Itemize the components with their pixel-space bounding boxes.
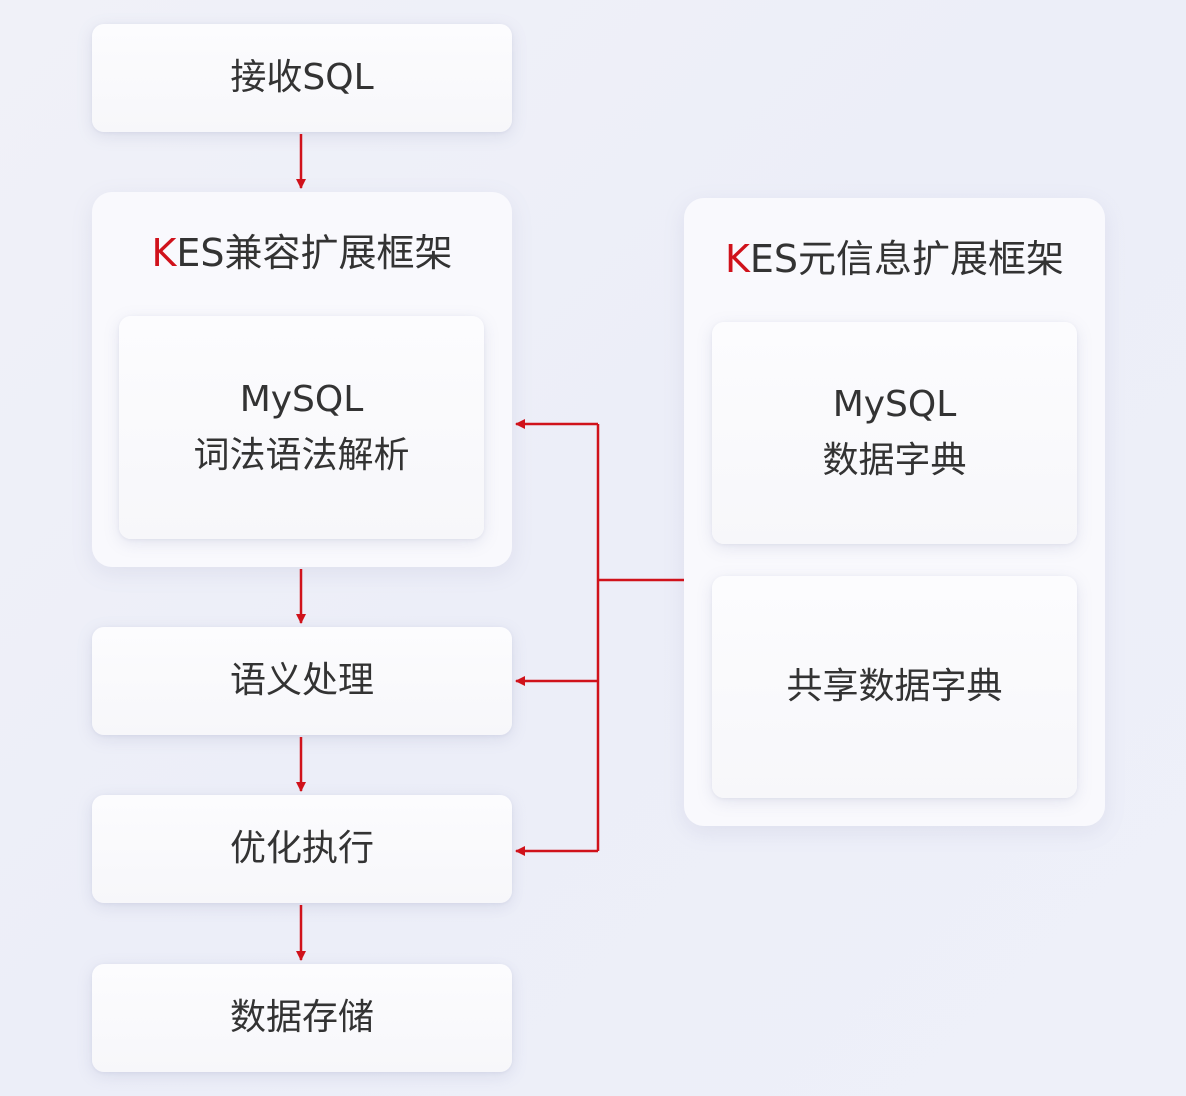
- semantic-processing-label: 语义处理: [229, 660, 374, 701]
- compat-title-k: K: [151, 231, 177, 275]
- shared-dict-label: 共享数据字典: [786, 666, 1003, 707]
- meta-framework-title: KES元信息扩展框架: [684, 235, 1105, 283]
- optimize-execute-label: 优化执行: [229, 828, 374, 869]
- mysql-parser-box: MySQL 词法语法解析: [119, 316, 484, 539]
- parser-line1: MySQL: [239, 378, 364, 420]
- meta-framework-panel: KES元信息扩展框架 MySQL 数据字典 共享数据字典: [684, 198, 1105, 826]
- dict-line2: 数据字典: [822, 440, 967, 481]
- data-storage-label: 数据存储: [229, 997, 374, 1038]
- optimize-execute-box: 优化执行: [92, 795, 512, 903]
- receive-sql-label: 接收SQL: [230, 57, 374, 98]
- compat-framework-panel: KES兼容扩展框架 MySQL 词法语法解析: [92, 192, 512, 567]
- semantic-processing-box: 语义处理: [92, 627, 512, 735]
- receive-sql-box: 接收SQL: [92, 24, 512, 132]
- meta-title-k: K: [724, 237, 750, 281]
- data-storage-box: 数据存储: [92, 964, 512, 1072]
- meta-title-rest: ES元信息扩展框架: [749, 237, 1065, 281]
- parser-line2: 词法语法解析: [193, 434, 410, 476]
- compat-title-rest: ES兼容扩展框架: [176, 231, 453, 275]
- dict-line1: MySQL: [832, 384, 957, 425]
- mysql-data-dictionary-box: MySQL 数据字典: [712, 322, 1077, 544]
- compat-framework-title: KES兼容扩展框架: [92, 229, 512, 277]
- shared-data-dictionary-box: 共享数据字典: [712, 576, 1077, 798]
